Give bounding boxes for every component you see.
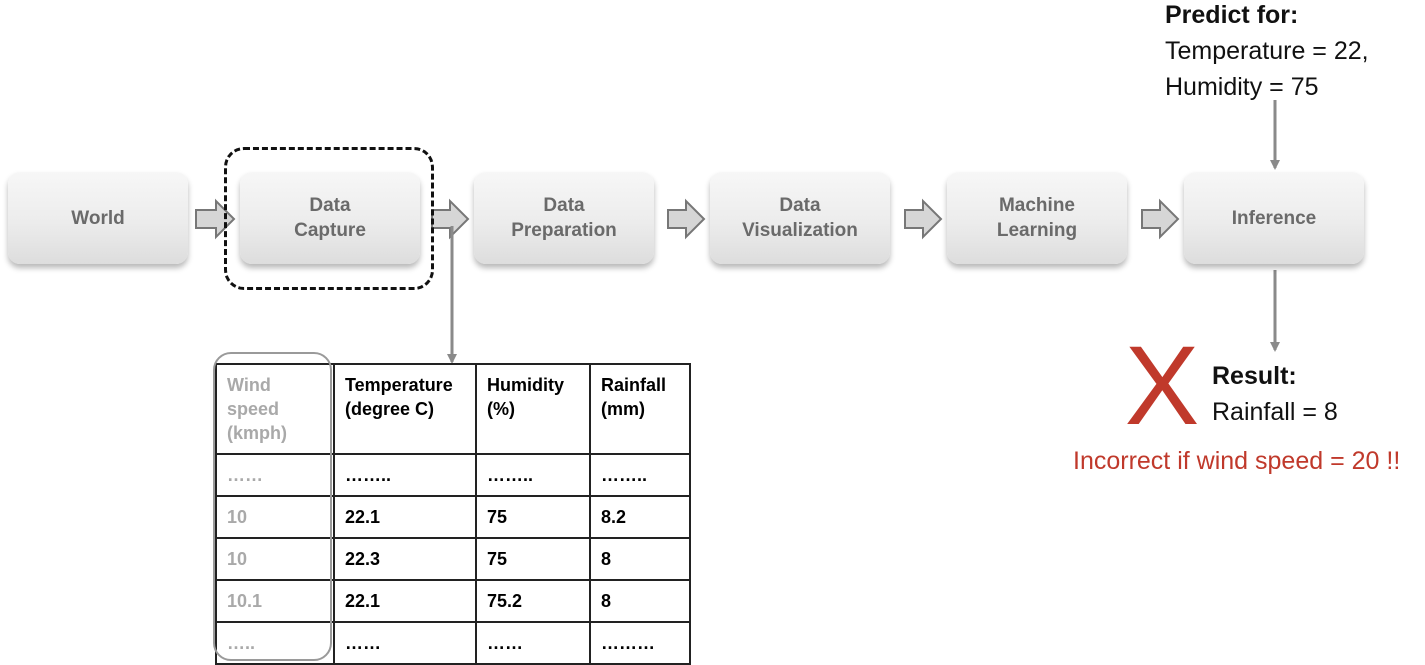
stage-data-visualization: Data Visualization (710, 172, 890, 264)
table-row: ….. …… …… ……… (215, 621, 691, 665)
cell-humidity: …….. (475, 453, 591, 497)
predict-block: Predict for: Temperature = 22, Humidity … (1165, 0, 1369, 105)
cell-wind-speed: 10 (215, 495, 335, 539)
header-humidity: Humidity (%) (475, 363, 591, 455)
cell-humidity: 75 (475, 537, 591, 581)
cell-rainfall: 8.2 (589, 495, 691, 539)
cell-humidity: 75.2 (475, 579, 591, 623)
cell-temperature: …….. (333, 453, 477, 497)
cell-wind-speed: 10.1 (215, 579, 335, 623)
cell-rainfall: 8 (589, 579, 691, 623)
cell-temperature: 22.3 (333, 537, 477, 581)
cell-rainfall: …….. (589, 453, 691, 497)
stage-world: World (8, 172, 188, 264)
cell-temperature: …… (333, 621, 477, 665)
stage-inference: Inference (1184, 172, 1364, 264)
result-heading: Result: (1212, 362, 1297, 390)
header-wind-speed: Wind speed (kmph) (215, 363, 335, 455)
table-header-row: Wind speed (kmph) Temperature (degree C)… (215, 363, 691, 455)
predict-temperature: Temperature = 22, (1165, 37, 1369, 65)
incorrect-warning: Incorrect if wind speed = 20 !! (1073, 447, 1401, 475)
cell-temperature: 22.1 (333, 579, 477, 623)
predict-heading: Predict for: (1165, 1, 1299, 29)
predict-humidity: Humidity = 75 (1165, 73, 1319, 101)
table-row: 10 22.3 75 8 (215, 537, 691, 581)
header-rainfall: Rainfall (mm) (589, 363, 691, 455)
weather-data-table: Wind speed (kmph) Temperature (degree C)… (215, 363, 691, 665)
cell-wind-speed: ….. (215, 621, 335, 665)
flow-arrow-icon (431, 198, 470, 240)
stage-data-preparation: Data Preparation (474, 172, 654, 264)
incorrect-x-icon: X (1124, 323, 1200, 448)
cell-humidity: 75 (475, 495, 591, 539)
table-row: 10 22.1 75 8.2 (215, 495, 691, 539)
stage-machine-learning: Machine Learning (947, 172, 1127, 264)
cell-wind-speed: …… (215, 453, 335, 497)
cell-rainfall: 8 (589, 537, 691, 581)
cell-wind-speed: 10 (215, 537, 335, 581)
data-capture-highlight (224, 147, 434, 290)
cell-humidity: …… (475, 621, 591, 665)
flow-arrow-icon (1141, 198, 1180, 240)
table-row: 10.1 22.1 75.2 8 (215, 579, 691, 623)
table-row: …… …….. …….. …….. (215, 453, 691, 497)
cell-rainfall: ……… (589, 621, 691, 665)
flow-arrow-icon (667, 198, 706, 240)
result-rainfall: Rainfall = 8 (1212, 398, 1338, 426)
flow-arrow-icon (904, 198, 943, 240)
header-temperature: Temperature (degree C) (333, 363, 477, 455)
result-block: Result: Rainfall = 8 (1212, 358, 1338, 430)
stage-data-capture: Data Capture (240, 172, 420, 264)
cell-temperature: 22.1 (333, 495, 477, 539)
